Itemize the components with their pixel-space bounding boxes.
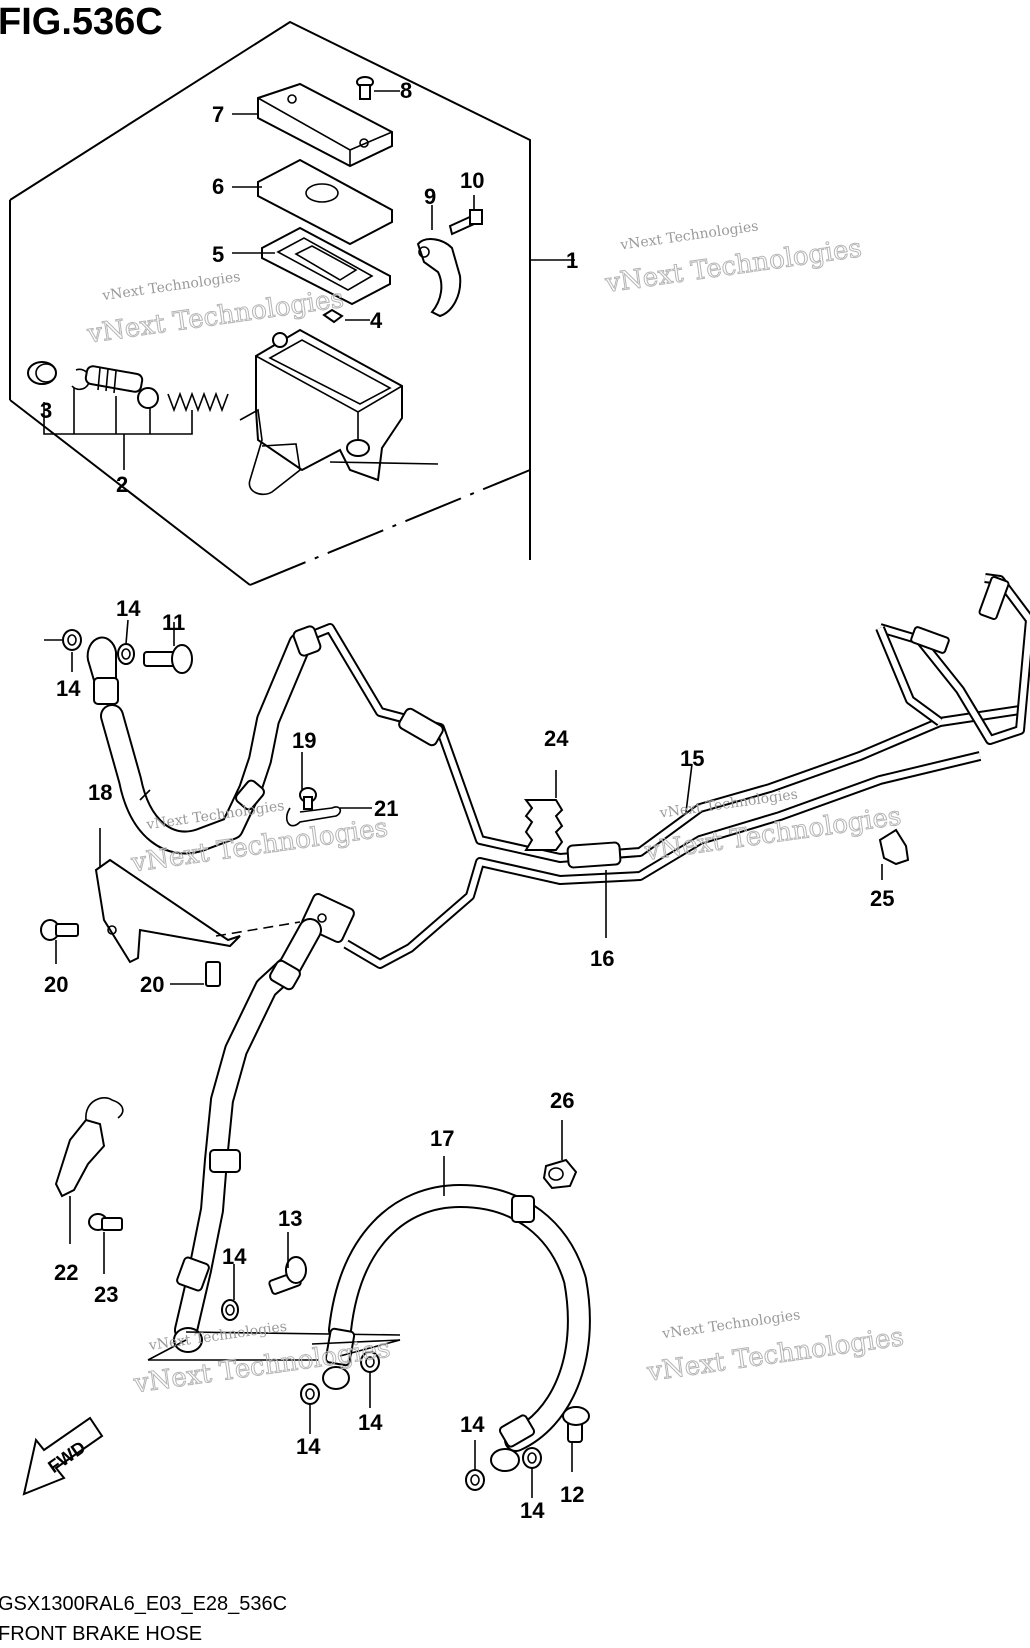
callout-15: 15 [680, 746, 704, 771]
callout-21: 21 [374, 796, 398, 821]
figure-caption: FRONT BRAKE HOSE [0, 1623, 202, 1645]
callout-2: 2 [116, 472, 128, 497]
callout-18: 18 [88, 780, 112, 805]
callout-14-e: 14 [358, 1410, 383, 1435]
figure-title: FIG.536C [0, 1, 163, 43]
master-cylinder-group [9, 20, 575, 586]
model-code: GSX1300RAL6_E03_E28_536C [0, 1593, 287, 1615]
piston-assembly [27, 361, 229, 470]
callout-1: 1 [566, 248, 578, 273]
callout-8: 8 [400, 78, 412, 103]
callout-3: 3 [40, 398, 52, 423]
group-box-lower-right [249, 469, 531, 586]
callout-10: 10 [460, 168, 484, 193]
plate [322, 308, 370, 324]
callout-19: 19 [292, 728, 316, 753]
callout-labels: 1 2 3 4 5 6 7 8 9 10 11 12 13 14 14 14 1… [40, 78, 894, 1523]
callout-24: 24 [544, 726, 569, 751]
callout-13: 13 [278, 1206, 302, 1231]
master-cylinder-body [255, 328, 403, 482]
callout-14-c: 14 [222, 1244, 247, 1269]
callout-17: 17 [430, 1126, 454, 1151]
group-box-lower-left [9, 399, 251, 586]
callout-14-b: 14 [56, 676, 81, 701]
hose-bracket [94, 858, 241, 964]
callout-14-g: 14 [520, 1498, 545, 1523]
forward-arrow-icon: FWD [22, 1416, 104, 1496]
brake-hose-17 [311, 1184, 591, 1472]
callout-14-a: 14 [116, 596, 141, 621]
callout-26: 26 [550, 1088, 574, 1113]
master-cylinder-holder [416, 238, 462, 318]
holder-bolt [448, 195, 483, 236]
watermark-small: vNext Technologies [147, 1319, 288, 1354]
reservoir-cap [257, 82, 393, 168]
screw [356, 76, 400, 100]
callout-6: 6 [212, 174, 224, 199]
watermark-small: vNext Technologies [660, 1307, 801, 1342]
callout-25: 25 [870, 886, 894, 911]
callout-16: 16 [590, 946, 614, 971]
watermark-small: vNext Technologies [100, 269, 241, 304]
callout-4: 4 [370, 308, 383, 333]
callout-5: 5 [212, 242, 224, 267]
leader-lines [44, 619, 883, 1498]
brake-lines [86, 573, 1030, 1361]
callout-20-b: 20 [140, 972, 164, 997]
callout-22: 22 [54, 1260, 78, 1285]
watermarks: vNext Technologies vNext Technologies vN… [84, 218, 906, 1400]
group-box-upper [9, 20, 531, 560]
callout-14-d: 14 [296, 1434, 321, 1459]
callout-12: 12 [560, 1482, 584, 1507]
callout-20-a: 20 [44, 972, 68, 997]
brake-pipe-upper [298, 623, 1021, 863]
callout-7: 7 [212, 102, 224, 127]
watermark-small: vNext Technologies [618, 218, 759, 253]
callout-9: 9 [424, 184, 436, 209]
reservoir-cap-edge [257, 97, 393, 166]
callout-11: 11 [162, 610, 185, 635]
callout-23: 23 [94, 1282, 118, 1307]
callout-14-f: 14 [460, 1412, 485, 1437]
